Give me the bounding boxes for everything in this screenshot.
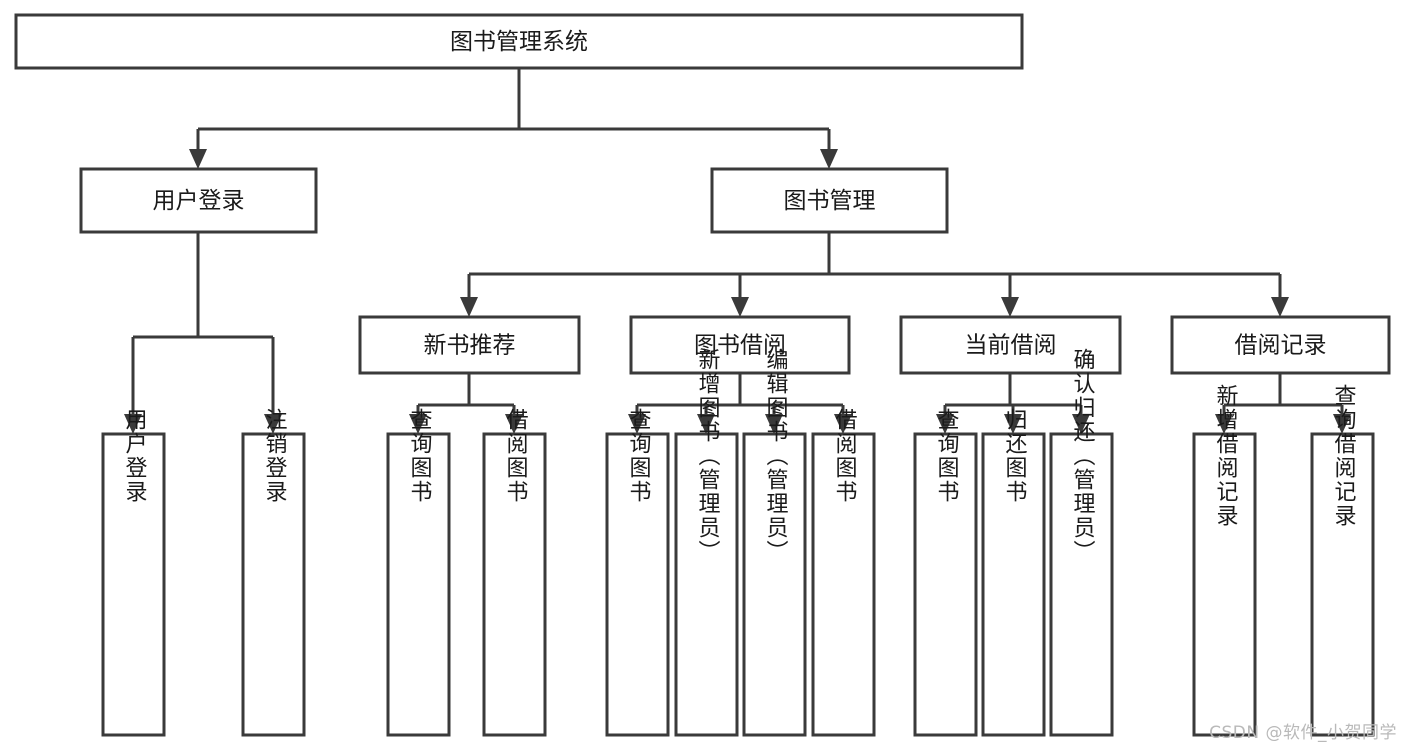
arrow-head-icon bbox=[460, 297, 478, 317]
node-label: 图书管理系统 bbox=[450, 29, 588, 55]
arrow-head-icon bbox=[1215, 414, 1233, 434]
node-box[interactable] bbox=[1170, 315, 1391, 375]
node-box[interactable] bbox=[605, 432, 670, 737]
node-box[interactable] bbox=[1192, 432, 1257, 737]
node-label: 图书借阅 bbox=[694, 333, 786, 359]
node-box[interactable] bbox=[386, 432, 451, 737]
node-leaf[interactable]: 借阅图书 bbox=[811, 408, 876, 737]
arrow-head-icon bbox=[1004, 414, 1022, 434]
node-leaf[interactable]: 查询图书 bbox=[386, 408, 451, 737]
node-label: 借阅记录 bbox=[1235, 333, 1327, 359]
node-label: 查询图书 bbox=[934, 408, 960, 504]
node-leaf[interactable]: 用户登录 bbox=[101, 408, 166, 737]
csdn-watermark: CSDN @软件_小贺同学 bbox=[1209, 723, 1397, 743]
node-box[interactable] bbox=[629, 315, 851, 375]
node-box[interactable] bbox=[1049, 432, 1114, 737]
arrow-head-icon bbox=[409, 414, 427, 434]
node-label: 注销登录 bbox=[262, 408, 288, 504]
node-box[interactable] bbox=[482, 432, 547, 737]
node-box[interactable] bbox=[811, 432, 876, 737]
node-box[interactable] bbox=[742, 432, 807, 737]
node-leaf[interactable]: 新增图书（管理员） bbox=[674, 348, 739, 737]
arrow-head-icon bbox=[628, 414, 646, 434]
arrow-head-icon bbox=[731, 297, 749, 317]
node-root[interactable]: 图书管理系统 bbox=[14, 13, 1024, 70]
node-level3[interactable]: 图书借阅 bbox=[629, 315, 851, 375]
node-label: 用户登录 bbox=[153, 188, 245, 214]
arrow-head-icon bbox=[1001, 297, 1019, 317]
node-leaf[interactable]: 查询图书 bbox=[605, 408, 670, 737]
node-leaf[interactable]: 借阅图书 bbox=[482, 408, 547, 737]
node-box[interactable] bbox=[241, 432, 306, 737]
node-box[interactable] bbox=[913, 432, 978, 737]
node-box[interactable] bbox=[79, 167, 318, 234]
node-level3[interactable]: 新书推荐 bbox=[358, 315, 581, 375]
nodes-layer: 图书管理系统用户登录图书管理新书推荐图书借阅当前借阅借阅记录用户登录注销登录查询… bbox=[14, 13, 1391, 737]
node-box[interactable] bbox=[899, 315, 1122, 375]
node-level2[interactable]: 图书管理 bbox=[710, 167, 949, 234]
node-level3[interactable]: 借阅记录 bbox=[1170, 315, 1391, 375]
node-label: 查询图书 bbox=[626, 408, 652, 504]
arrow-head-icon bbox=[697, 414, 715, 434]
node-label: 新增借阅记录 bbox=[1213, 384, 1239, 528]
arrow-head-icon bbox=[1333, 414, 1351, 434]
node-box[interactable] bbox=[674, 432, 739, 737]
node-level2[interactable]: 用户登录 bbox=[79, 167, 318, 234]
arrow-head-icon bbox=[189, 149, 207, 169]
node-leaf[interactable]: 注销登录 bbox=[241, 408, 306, 737]
arrow-head-icon bbox=[124, 414, 142, 434]
node-box[interactable] bbox=[710, 167, 949, 234]
arrow-head-icon bbox=[834, 414, 852, 434]
node-label: 查询图书 bbox=[407, 408, 433, 504]
node-leaf[interactable]: 查询图书 bbox=[913, 408, 978, 737]
node-box[interactable] bbox=[14, 13, 1024, 70]
arrow-head-icon bbox=[820, 149, 838, 169]
node-label: 确认归还（管理员） bbox=[1070, 348, 1096, 564]
arrow-head-icon bbox=[264, 414, 282, 434]
node-leaf[interactable]: 确认归还（管理员） bbox=[1049, 348, 1114, 737]
node-box[interactable] bbox=[358, 315, 581, 375]
node-label: 新书推荐 bbox=[424, 333, 516, 359]
node-leaf[interactable]: 新增借阅记录 bbox=[1192, 384, 1257, 737]
node-label: 借阅图书 bbox=[832, 408, 858, 504]
arrow-head-icon bbox=[936, 414, 954, 434]
node-label: 编辑图书（管理员） bbox=[763, 348, 789, 564]
node-leaf[interactable]: 查询借阅记录 bbox=[1310, 384, 1375, 737]
node-label: 查询借阅记录 bbox=[1331, 384, 1357, 528]
node-label: 借阅图书 bbox=[503, 408, 529, 504]
node-leaf[interactable]: 归还图书 bbox=[981, 408, 1046, 737]
node-label: 用户登录 bbox=[122, 408, 148, 504]
node-level3[interactable]: 当前借阅 bbox=[899, 315, 1122, 375]
node-label: 当前借阅 bbox=[965, 333, 1057, 359]
node-label: 图书管理 bbox=[784, 188, 876, 214]
node-leaf[interactable]: 编辑图书（管理员） bbox=[742, 348, 807, 737]
node-label: 新增图书（管理员） bbox=[695, 348, 721, 564]
arrow-head-icon bbox=[505, 414, 523, 434]
arrow-head-icon bbox=[1271, 297, 1289, 317]
node-label: 归还图书 bbox=[1002, 408, 1028, 504]
arrow-head-icon bbox=[765, 414, 783, 434]
connector-edges-layer bbox=[124, 68, 1351, 434]
node-box[interactable] bbox=[1310, 432, 1375, 737]
node-box[interactable] bbox=[101, 432, 166, 737]
node-box[interactable] bbox=[981, 432, 1046, 737]
arrow-head-icon bbox=[1072, 414, 1090, 434]
